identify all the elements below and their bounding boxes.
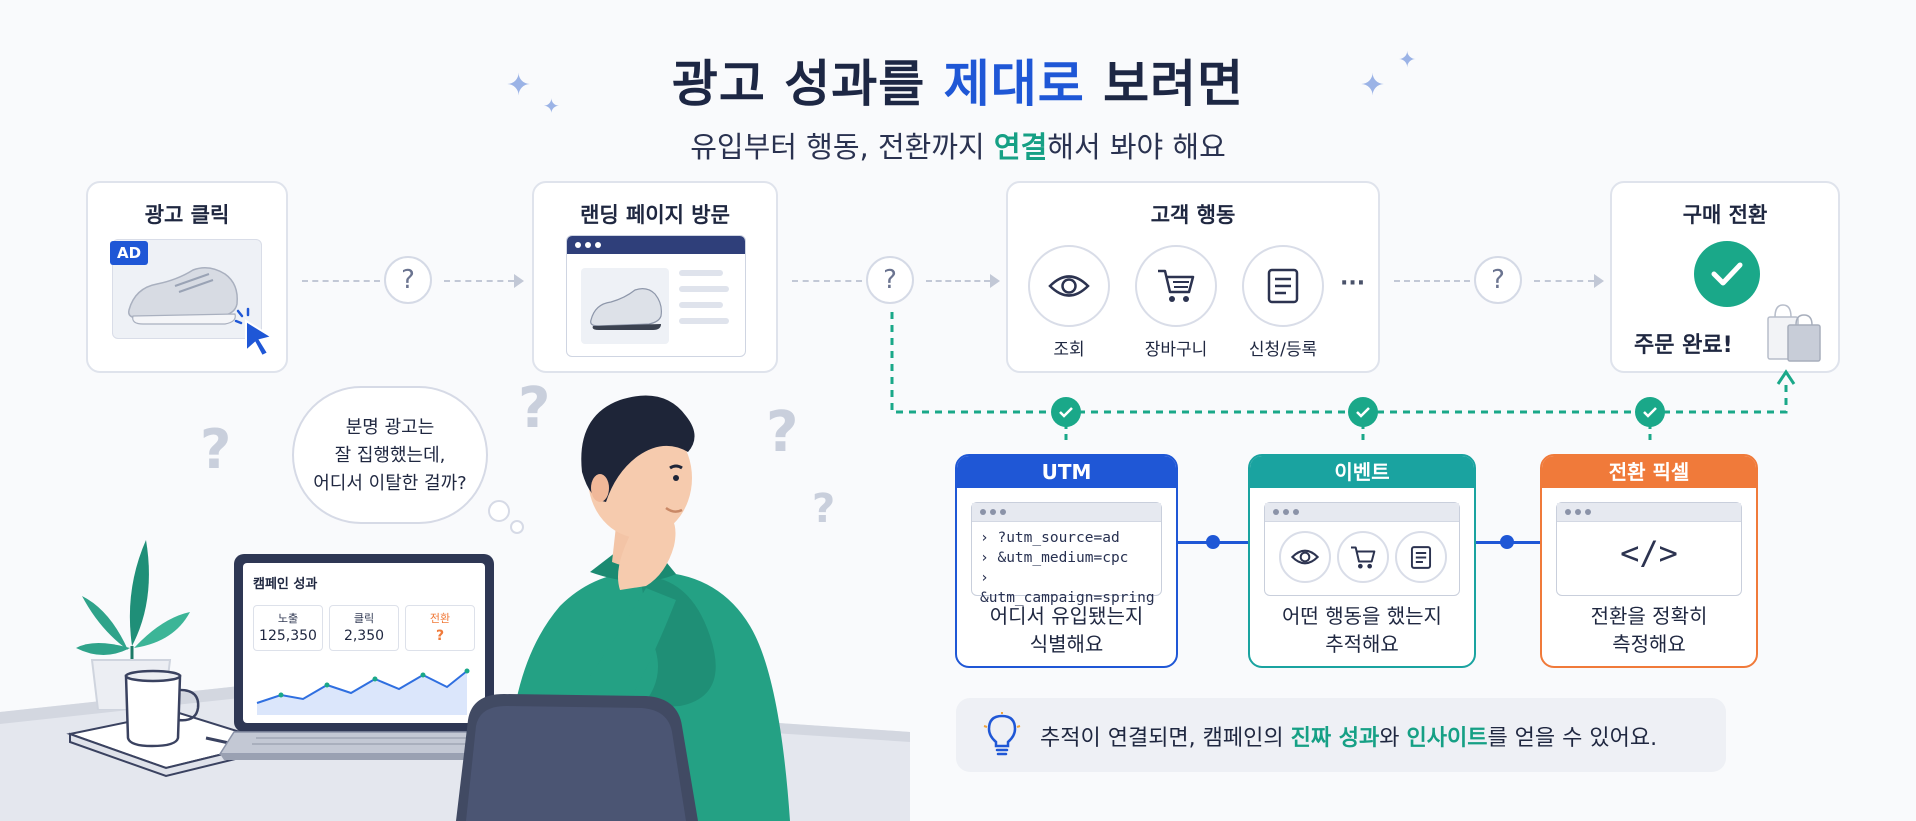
check-icon (1635, 397, 1665, 427)
event-window (1264, 502, 1460, 596)
thought-bubble: 분명 광고는 잘 집행했는데, 어디서 이탈한 걸까? (292, 386, 488, 524)
conversion-pixel-box: 전환 픽셀 </> 전환을 정확히 측정해요 (1540, 454, 1758, 668)
utm-title: UTM (957, 456, 1176, 488)
thought-line1: 분명 광고는 (345, 417, 435, 438)
event-box: 이벤트 어떤 행동을 했는지 추적해요 (1248, 454, 1476, 668)
sparkle-icon: ✦ (543, 94, 560, 118)
question-mark-icon: ? (812, 486, 836, 532)
tracking-connector (890, 312, 1796, 440)
unknown-step-marker: ? (1474, 256, 1522, 304)
arrow-icon (514, 274, 524, 288)
mini-line-chart (256, 668, 470, 715)
ad-click-card: 광고 클릭 AD (86, 181, 288, 373)
question-mark-icon: ? (766, 400, 799, 465)
utm-desc-line1: 어디서 유입됐는지 (989, 604, 1144, 628)
form-icon (1242, 245, 1324, 327)
eye-icon (1028, 245, 1110, 327)
page-title: 광고 성과를 제대로 보려면 (671, 55, 1245, 113)
metric-impressions: 노출 125,350 (253, 605, 323, 651)
code-window: › ?utm_source=ad › &utm_medium=cpc › &ut… (971, 502, 1162, 606)
ad-banner (112, 239, 262, 339)
code-line: › &utm_campaign=spring (980, 570, 1155, 606)
unknown-step-marker: ? (384, 256, 432, 304)
check-icon (1348, 397, 1378, 427)
event-title: 이벤트 (1250, 456, 1474, 488)
sneaker-image (590, 288, 662, 330)
check-icon (1694, 241, 1760, 307)
shopping-bag-icon (1767, 304, 1821, 362)
event-desc-line2: 추적해요 (1325, 632, 1399, 656)
order-complete-label: 주문 완료! (1634, 333, 1733, 358)
pixel-desc-line2: 측정해요 (1612, 632, 1686, 656)
connector-dot (1500, 535, 1514, 549)
thought-line2: 잘 집행했는데, (334, 445, 446, 466)
utm-box: UTM › ?utm_source=ad › &utm_medium=cpc ›… (955, 454, 1178, 668)
insight-banner: 추적이 연결되면, 캠페인의 진짜 성과와 인사이트를 얻을 수 있어요. (956, 698, 1726, 772)
eye-icon (1279, 531, 1331, 583)
thought-line3: 어디서 이탈한 걸까? (313, 473, 467, 494)
more-actions-ellipsis: ··· (1340, 271, 1366, 296)
sparkle-icon: ✦ (506, 68, 532, 103)
action-label: 신청/등록 (1248, 340, 1318, 360)
question-mark-icon: ? (200, 418, 232, 481)
cursor-icon (234, 307, 275, 358)
laptop-title: 캠페인 성과 (253, 577, 318, 592)
purchase-conversion-card: 구매 전환 주문 완료! (1610, 181, 1840, 373)
page-subtitle: 유입부터 행동, 전환까지 연결해서 봐야 해요 (690, 130, 1226, 164)
pixel-desc-line1: 전환을 정확히 (1590, 604, 1708, 628)
landing-page-card: 랜딩 페이지 방문 (532, 181, 778, 373)
code-line: › &utm_medium=cpc (980, 550, 1129, 566)
laptop-screen: 캠페인 성과 노출 125,350 클릭 2,350 전환 ? (234, 554, 494, 732)
browser-window (566, 235, 746, 357)
connector-dot (1206, 535, 1220, 549)
form-icon (1395, 531, 1447, 583)
landing-title: 랜딩 페이지 방문 (580, 203, 730, 227)
action-label: 장바구니 (1144, 340, 1208, 360)
pixel-title: 전환 픽셀 (1542, 456, 1756, 488)
behavior-title: 고객 행동 (1150, 203, 1236, 227)
code-line: › ?utm_source=ad (980, 530, 1120, 546)
event-desc-line1: 어떤 행동을 했는지 (1282, 604, 1442, 628)
code-window: </> (1556, 502, 1742, 596)
insight-text: 추적이 연결되면, 캠페인의 진짜 성과와 인사이트를 얻을 수 있어요. (1040, 726, 1658, 751)
customer-behavior-card: 고객 행동 조회 장바구니 신청/등록 ··· (1006, 181, 1380, 373)
metric-conversions: 전환 ? (405, 605, 475, 651)
chair-icon (456, 694, 698, 821)
metric-clicks: 클릭 2,350 (329, 605, 399, 651)
question-mark-icon: ? (518, 376, 551, 441)
cart-icon (1135, 245, 1217, 327)
mug-icon (124, 669, 200, 748)
ad-badge: AD (110, 241, 148, 265)
sneaker-image (127, 267, 238, 325)
utm-desc-line2: 식별해요 (1029, 632, 1104, 656)
sparkle-icon: ✦ (1360, 68, 1386, 103)
unknown-step-marker: ? (866, 256, 914, 304)
action-label: 조회 (1053, 340, 1085, 360)
lightbulb-icon (983, 712, 1021, 756)
arrow-icon (1594, 274, 1604, 288)
code-icon: </> (1620, 534, 1678, 572)
sparkle-icon: ✦ (1398, 48, 1417, 73)
ad-click-title: 광고 클릭 (144, 203, 230, 227)
check-icon (1051, 397, 1081, 427)
purchase-title: 구매 전환 (1682, 203, 1768, 227)
arrow-icon (990, 274, 1000, 288)
cart-icon (1337, 531, 1389, 583)
